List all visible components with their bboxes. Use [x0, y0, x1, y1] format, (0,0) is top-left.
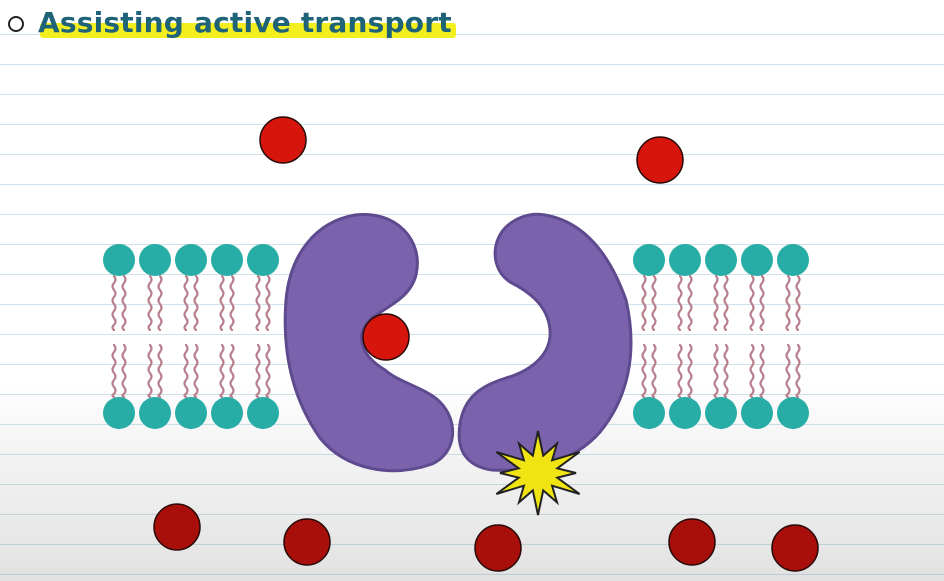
phospholipid-head: [211, 244, 243, 276]
phospholipid-tail: [641, 343, 647, 399]
phospholipid-tail: [183, 343, 189, 399]
phospholipid-head: [705, 244, 737, 276]
phospholipid-tail: [677, 343, 683, 399]
molecule: [636, 136, 684, 184]
phospholipid-tail: [785, 274, 791, 332]
page-title: Assisting active transport: [38, 5, 452, 39]
molecule: [474, 524, 522, 572]
phospholipid-tail: [157, 343, 163, 399]
phospholipid-tail: [121, 343, 127, 399]
phospholipid-tails: [111, 274, 801, 399]
phospholipid-head: [211, 397, 243, 429]
phospholipid-tail: [759, 343, 765, 399]
phospholipid-head: [777, 397, 809, 429]
phospholipid-tail: [651, 343, 657, 399]
phospholipid-head: [175, 244, 207, 276]
phospholipid-tail: [677, 274, 683, 332]
phospholipid-tail: [111, 343, 117, 399]
phospholipid-tail: [759, 274, 765, 332]
phospholipid-tail: [749, 343, 755, 399]
phospholipid-head: [247, 244, 279, 276]
phospholipid-head: [139, 244, 171, 276]
phospholipid-tail: [229, 274, 235, 332]
phospholipid-head: [175, 397, 207, 429]
phospholipid-tail: [219, 343, 225, 399]
heading: Assisting active transport: [8, 4, 456, 40]
phospholipid-tail: [147, 274, 153, 332]
phospholipid-head: [705, 397, 737, 429]
atp-energy-burst-icon: [495, 430, 581, 516]
carrier-protein-right-half: [457, 212, 633, 472]
phospholipid-tail: [651, 274, 657, 332]
phospholipid-head: [669, 244, 701, 276]
phospholipid-tail: [713, 343, 719, 399]
phospholipid-head: [247, 397, 279, 429]
phospholipid-head: [633, 244, 665, 276]
phospholipid-tail: [229, 343, 235, 399]
phospholipid-tail: [795, 343, 801, 399]
phospholipid-heads: [103, 244, 809, 429]
phospholipid-head: [103, 397, 135, 429]
molecule: [283, 518, 331, 566]
hollow-circle-bullet-icon: [8, 16, 24, 32]
phospholipid-tail: [687, 274, 693, 332]
phospholipid-tail: [193, 274, 199, 332]
phospholipid-tail: [157, 274, 163, 332]
phospholipid-tail: [111, 274, 117, 332]
phospholipid-head: [103, 244, 135, 276]
phospholipid-tail: [265, 343, 271, 399]
phospholipid-tail: [723, 274, 729, 332]
phospholipid-tail: [713, 274, 719, 332]
phospholipid-head: [669, 397, 701, 429]
carrier-protein-left-half: [283, 212, 454, 473]
molecule: [259, 116, 307, 164]
phospholipid-head: [741, 397, 773, 429]
phospholipid-tail: [795, 274, 801, 332]
phospholipid-tail: [687, 343, 693, 399]
phospholipid-tail: [749, 274, 755, 332]
phospholipid-tail: [641, 274, 647, 332]
phospholipid-head: [741, 244, 773, 276]
phospholipid-tail: [785, 343, 791, 399]
phospholipid-tail: [255, 274, 261, 332]
title-highlight: [40, 22, 456, 38]
molecule: [362, 313, 410, 361]
phospholipid-head: [777, 244, 809, 276]
phospholipid-tail: [265, 274, 271, 332]
title-wrap: Assisting active transport: [38, 5, 456, 39]
phospholipid-tail: [121, 274, 127, 332]
phospholipid-head: [139, 397, 171, 429]
phospholipid-head: [633, 397, 665, 429]
phospholipid-tail: [183, 274, 189, 332]
phospholipid-tail: [147, 343, 153, 399]
molecule: [153, 503, 201, 551]
molecule: [771, 524, 819, 572]
phospholipid-tail: [219, 274, 225, 332]
phospholipid-tail: [193, 343, 199, 399]
phospholipid-tail: [723, 343, 729, 399]
phospholipid-tail: [255, 343, 261, 399]
molecule: [668, 518, 716, 566]
molecules: [153, 116, 819, 572]
